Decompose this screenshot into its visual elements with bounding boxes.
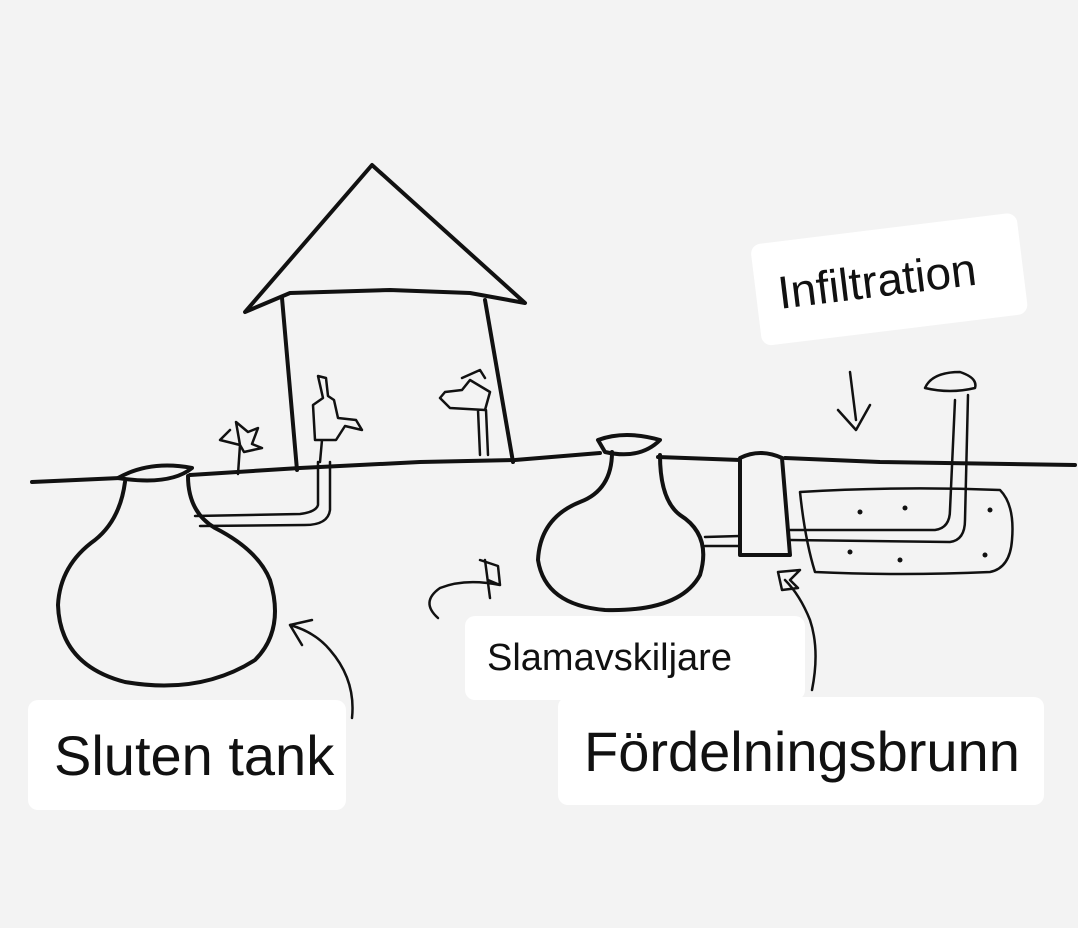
sluten-tank-drawing [56,463,277,688]
arrow-sluten-tank [288,618,354,720]
arrow-infiltration [836,370,872,432]
gravel-dot [847,549,853,555]
infiltration-pipe [788,393,970,544]
vent-cap [923,370,977,393]
sluten-tank-lid [116,463,194,483]
house [243,163,527,472]
gravel-dot [897,557,903,563]
label-infiltration-text: Infiltration [774,242,980,319]
sink-icon [438,368,492,457]
arrow-fordelningsbrunn [776,568,817,692]
infiltration-bed [798,487,1014,576]
label-slamavskiljare-text: Slamavskiljare [487,636,732,679]
pipe-septic-to-well [703,534,742,548]
label-slamavskiljare: Slamavskiljare [465,616,805,700]
house-roof [243,163,527,314]
house-wall-right [483,298,515,464]
label-fordelningsbrunn-text: Fördelningsbrunn [584,719,1020,783]
house-wall-left [280,296,299,472]
infiltration-drawing [788,370,1014,576]
gravel-dot [982,552,988,558]
gravel-dot [857,509,863,515]
gravel-dot [902,505,908,511]
label-fordelningsbrunn: Fördelningsbrunn [558,697,1044,805]
gravel-dot [987,507,993,513]
slamavskiljare-body [536,450,706,613]
toilet-icon [311,374,364,464]
slamavskiljare-lid [596,433,662,457]
fordelningsbrunn-box [738,451,792,557]
sluten-tank-body [56,474,277,688]
slamavskiljare-drawing [536,433,706,613]
flow-arrow [428,558,502,620]
label-sluten-tank-text: Sluten tank [54,723,335,787]
label-sluten-tank: Sluten tank [28,700,346,810]
ground-line [30,451,1077,484]
plant-icon [218,420,264,476]
pipe-house-to-tank [193,460,332,528]
